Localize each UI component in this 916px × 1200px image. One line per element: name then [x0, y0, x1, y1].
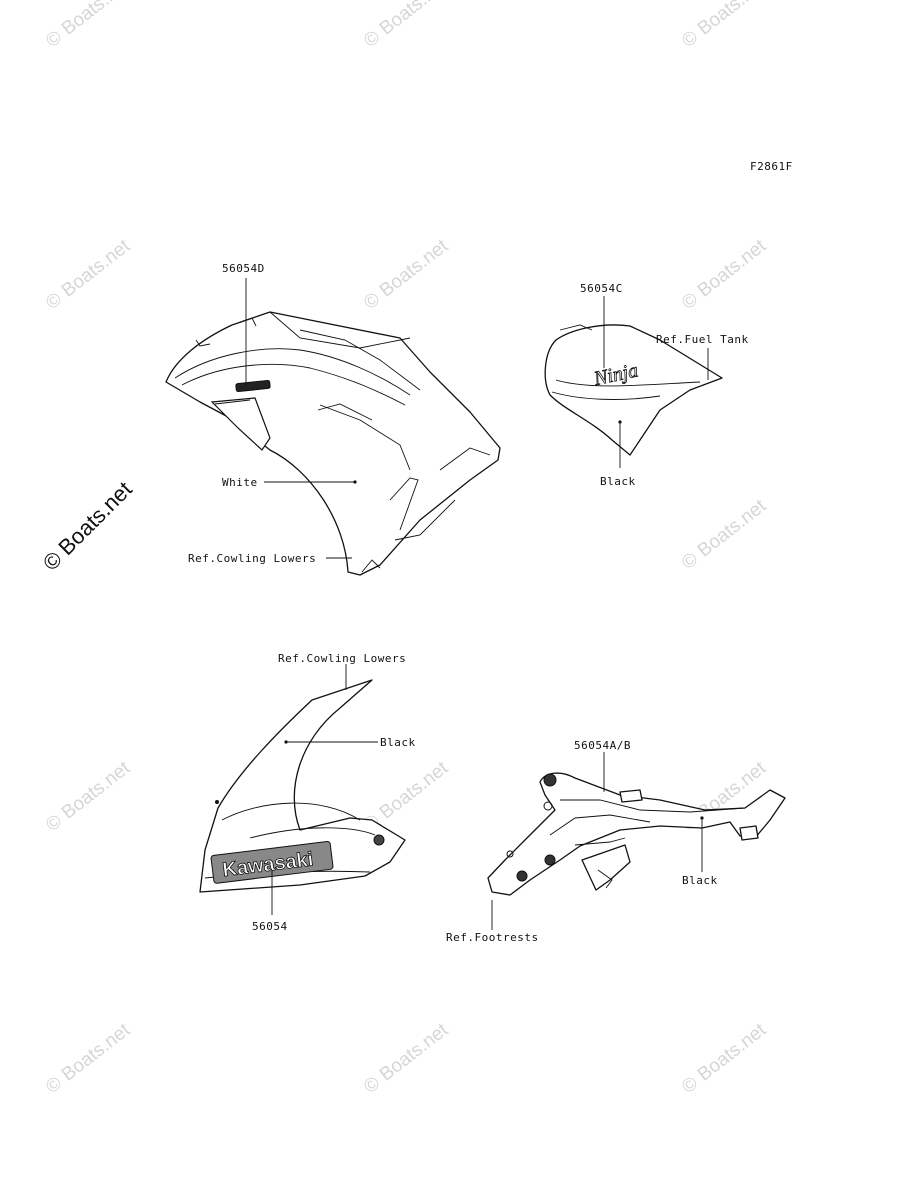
frame-hole-5 [506, 850, 514, 858]
watermark: © Boats.net [360, 0, 453, 52]
watermark: © Boats.net [360, 1019, 453, 1098]
frame-hole-1 [543, 773, 557, 787]
watermark: © Boats.net [678, 0, 771, 52]
watermark-text: Boats.net [694, 235, 771, 301]
watermark: © Boats.net [42, 757, 135, 836]
watermark: © Boats.net [42, 1019, 135, 1098]
upper-cowl-part [165, 311, 501, 576]
ref-label-fuel-tank: Ref.Fuel Tank [656, 333, 749, 346]
cowl-side-panel [210, 397, 271, 451]
cowling-lower-assembly: Kawasaki Ref.Cowling Lowers Black 56054 [199, 652, 416, 933]
figure-code: F2861F [750, 160, 793, 173]
color-label-black-tank: Black [600, 475, 636, 488]
kawasaki-badge [210, 841, 334, 884]
watermark-text: Boats.net [694, 495, 771, 561]
part-number-56054d: 56054D [222, 262, 265, 275]
watermark-text: Boats.net [58, 1019, 135, 1085]
ref-label-cowling-lowers-lower: Ref.Cowling Lowers [278, 652, 406, 665]
frame-hole-4 [543, 801, 553, 811]
watermark-text: Boats.net [376, 1019, 453, 1085]
mount-hole [373, 834, 385, 846]
watermark: © Boats.net [678, 235, 771, 314]
frame-assembly: 56054A/B Black Ref.Footrests [446, 739, 786, 944]
watermark-text: Boats.net [376, 757, 453, 823]
frame-end-cap [739, 825, 759, 841]
color-label-black-cowl: Black [380, 736, 416, 749]
watermark: © Boats.net [678, 1019, 771, 1098]
upper-cowl-assembly: 56054D White Ref.Cowling Lowers [165, 262, 501, 576]
watermark-layer: © Boats.net © Boats.net © Boats.net © Bo… [38, 0, 771, 1098]
watermark-text: Boats.net [58, 757, 135, 823]
watermark-text: Boats.net [694, 1019, 771, 1085]
watermark-text: Boats.net [376, 0, 453, 40]
fuel-tank-assembly: Ninja 56054C Ref.Fuel Tank Black [544, 282, 749, 488]
watermark-text: Boats.net [58, 235, 135, 301]
ref-label-cowling-lowers-upper: Ref.Cowling Lowers [188, 552, 316, 565]
frame-hole-2 [544, 854, 556, 866]
part-number-56054c: 56054C [580, 282, 623, 295]
part-number-56054ab: 56054A/B [574, 739, 631, 752]
watermark: © Boats.net [42, 235, 135, 314]
cowling-lower-part [199, 679, 406, 893]
watermark-text: Boats.net [58, 0, 135, 40]
ref-label-footrests: Ref.Footrests [446, 931, 539, 944]
watermark-text: Boats.net [694, 0, 771, 40]
watermark: © Boats.net [42, 0, 135, 52]
watermark-text: Boats.net [53, 477, 136, 560]
watermark-text: Boats.net [376, 235, 453, 301]
frame-tab [619, 789, 643, 803]
frame-bracket [581, 844, 631, 891]
decal-56054d [235, 379, 271, 393]
watermark-dark: © Boats.net [38, 477, 137, 576]
part-number-56054: 56054 [252, 920, 288, 933]
fuel-tank-part [544, 324, 723, 456]
frame-hole-3 [516, 870, 528, 882]
kawasaki-emblem-group: Kawasaki [210, 841, 334, 884]
color-label-black-frame: Black [682, 874, 718, 887]
color-label-white: White [222, 476, 258, 489]
frame-part [487, 772, 786, 896]
watermark: © Boats.net [678, 495, 771, 574]
watermark: © Boats.net [360, 235, 453, 314]
